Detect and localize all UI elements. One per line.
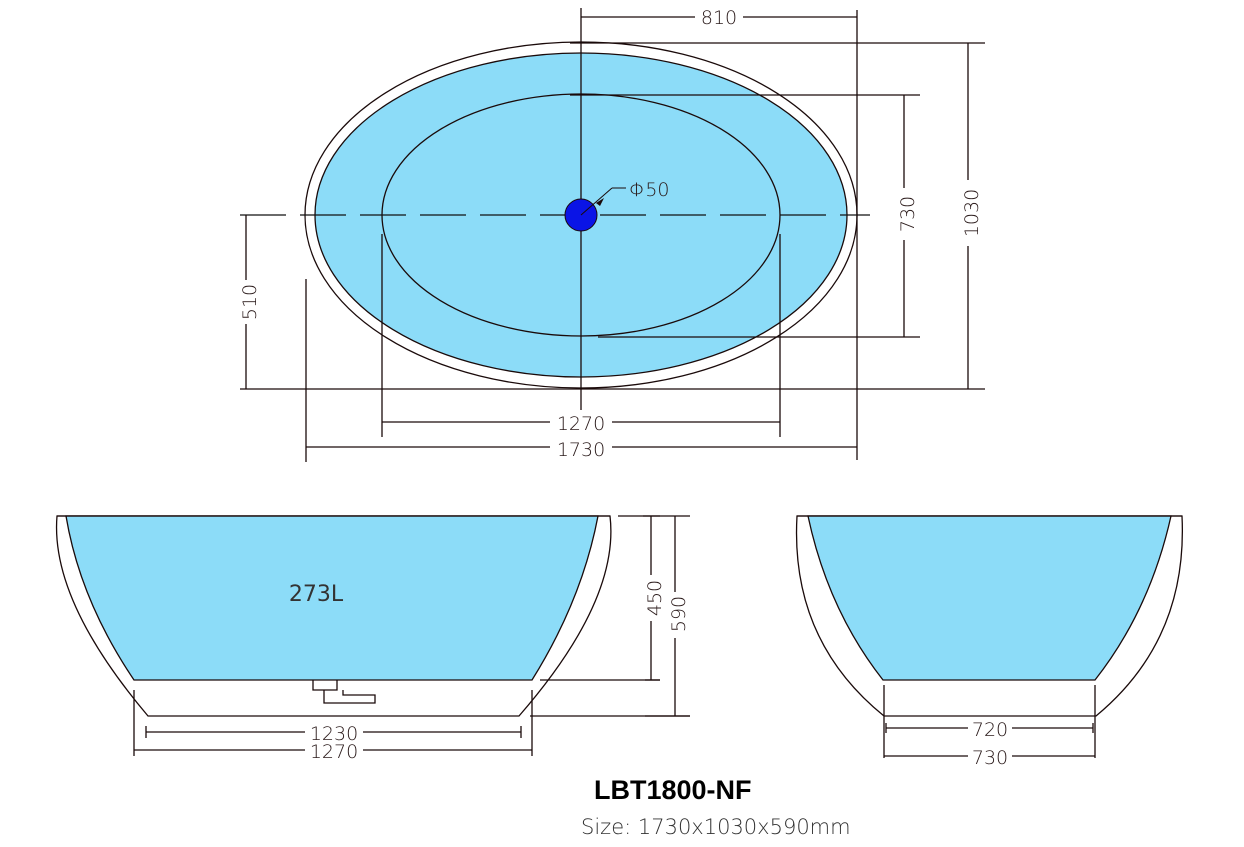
top-view: Φ50 810 730 1030 510 1270 bbox=[234, 5, 985, 462]
label-bg bbox=[695, 5, 743, 27]
end-water-fill bbox=[807, 515, 1172, 681]
label-bg bbox=[892, 188, 916, 240]
side-water-fill bbox=[65, 515, 599, 681]
title-block: LBT1800-NF Size: 1730x1030x590mm bbox=[581, 775, 851, 839]
model-number: LBT1800-NF bbox=[594, 775, 752, 805]
dim-label-1730: 1730 bbox=[557, 439, 605, 461]
dim-label-1230: 1230 bbox=[310, 723, 358, 745]
side-view: 273L 450 590 1230 1270 bbox=[55, 515, 690, 763]
label-bg bbox=[968, 746, 1012, 766]
label-bg bbox=[956, 180, 980, 246]
dim-label-590: 590 bbox=[668, 596, 690, 632]
drain-arrow-icon bbox=[596, 198, 604, 206]
dim-label-1270-top: 1270 bbox=[557, 413, 605, 435]
dim-label-730-top: 730 bbox=[897, 196, 919, 232]
volume-label: 273L bbox=[289, 582, 344, 607]
label-bg bbox=[234, 280, 258, 324]
dim-label-450: 450 bbox=[644, 580, 666, 616]
drain-diameter-label: Φ50 bbox=[629, 179, 670, 201]
dim-label-510: 510 bbox=[239, 284, 261, 320]
label-bg bbox=[639, 575, 663, 621]
drain-pipe-lower bbox=[323, 690, 376, 704]
end-outer-shell bbox=[795, 515, 1184, 717]
dim-label-730-end: 730 bbox=[972, 747, 1008, 769]
label-bg bbox=[305, 722, 363, 742]
label-bg bbox=[550, 436, 612, 460]
label-bg bbox=[968, 718, 1012, 738]
drain-leader bbox=[580, 187, 613, 216]
drain-pipe-upper bbox=[312, 680, 338, 691]
dim-label-720: 720 bbox=[972, 719, 1008, 741]
side-outer-shell bbox=[55, 515, 612, 717]
label-bg bbox=[550, 410, 612, 434]
label-bg bbox=[305, 741, 363, 761]
dim-label-810: 810 bbox=[701, 7, 737, 29]
label-bg bbox=[663, 592, 687, 638]
end-view: 720 730 bbox=[795, 515, 1184, 769]
dim-label-1270-side: 1270 bbox=[310, 741, 358, 763]
size-spec: Size: 1730x1030x590mm bbox=[581, 815, 851, 839]
dim-label-1030: 1030 bbox=[961, 189, 983, 237]
